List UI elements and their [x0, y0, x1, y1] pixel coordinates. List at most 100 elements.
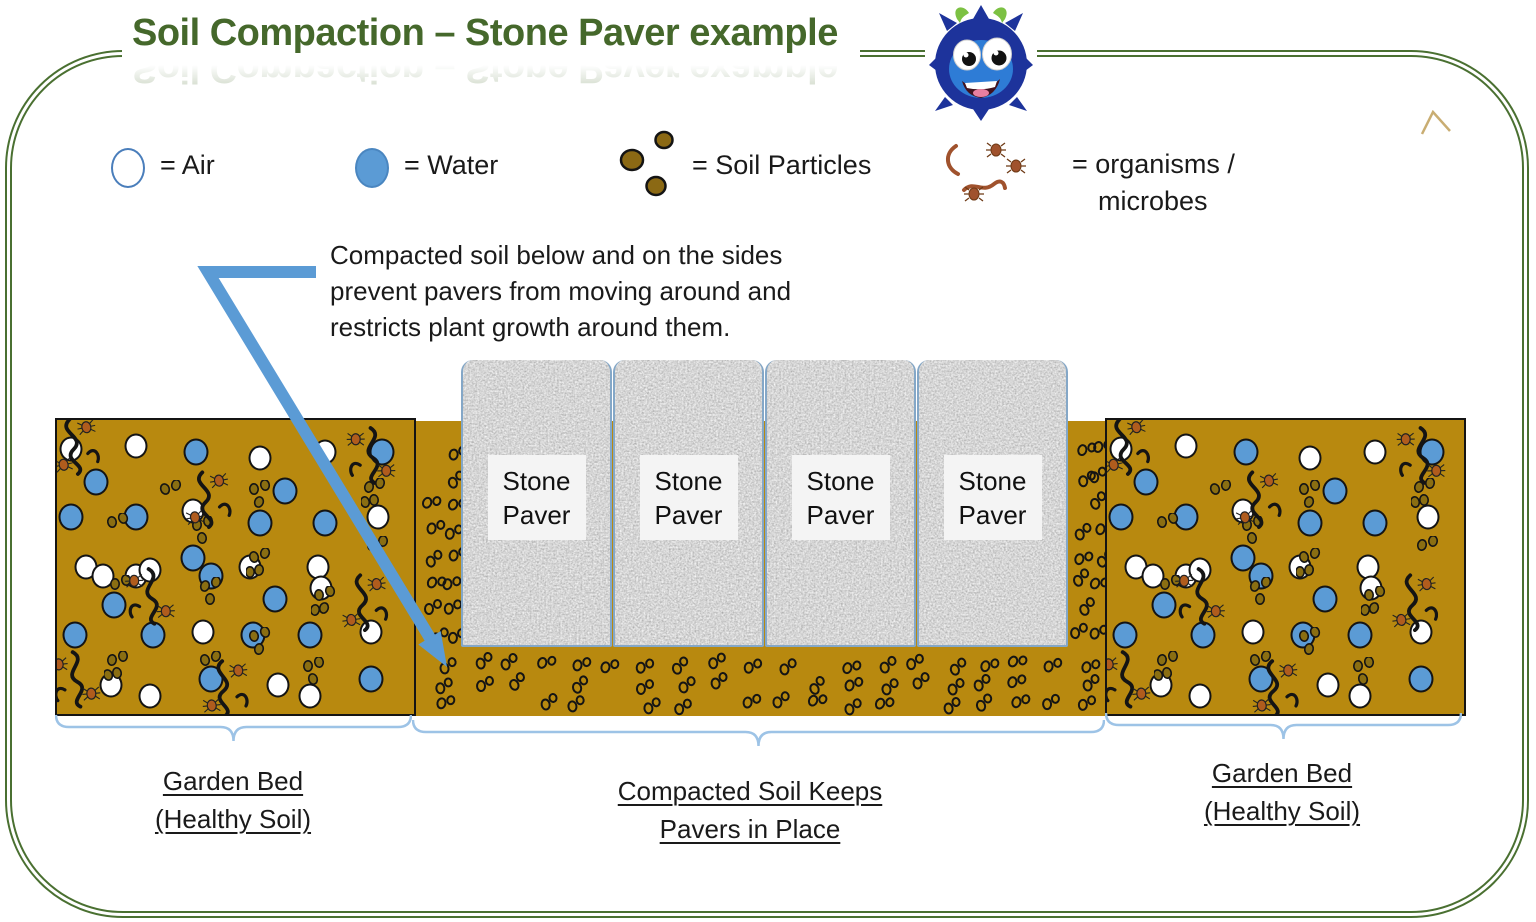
- compaction-dot-pair: [1092, 436, 1105, 455]
- compaction-dot-pair: [1042, 656, 1064, 674]
- compaction-dot-pair: [1080, 656, 1102, 675]
- compaction-dot-pair: [1070, 566, 1091, 588]
- compaction-dot-pair: [709, 671, 729, 691]
- soil-particle-cluster: [1353, 656, 1375, 685]
- section-label-garden-bed-left: Garden Bed (Healthy Soil): [154, 766, 312, 834]
- soil-particle-cluster: [1299, 480, 1321, 509]
- section-brace: [412, 719, 1105, 747]
- compaction-dot-pair: [438, 656, 458, 676]
- organism-group: [57, 420, 100, 477]
- compaction-dot-pair: [843, 675, 865, 693]
- compaction-dot-pair: [434, 677, 454, 695]
- mite-icon: [57, 457, 73, 474]
- water-circle: [183, 438, 209, 466]
- air-circle: [191, 619, 215, 645]
- soil-particle-cluster: [1153, 650, 1178, 681]
- soil-particle-cluster: [1249, 650, 1271, 666]
- soil-particle-cluster: [1210, 480, 1232, 496]
- water-circle: [1133, 468, 1159, 496]
- compaction-dot-pair: [942, 696, 962, 716]
- air-circle: [248, 445, 272, 471]
- organisms-legend-icon: [946, 142, 1026, 202]
- compaction-dot-pair: [974, 692, 994, 714]
- compaction-dot-pair: [599, 656, 621, 674]
- water-circle: [1312, 585, 1338, 613]
- compaction-dot-pair: [1069, 622, 1088, 639]
- compaction-dot-pair: [1088, 572, 1105, 591]
- compaction-dot-pair: [634, 657, 655, 675]
- organism-group: [1252, 658, 1299, 714]
- stone-paver: Stone Paver: [461, 360, 612, 647]
- mite-icon: [1126, 420, 1146, 436]
- paver-label: Stone Paver: [791, 455, 890, 540]
- annotation-text: Compacted soil below and on the sides pr…: [330, 240, 792, 342]
- page-title-reflection: Soil Compaction – Stone Paver example: [132, 48, 838, 90]
- soil-particle-cluster: [249, 627, 271, 656]
- soil-particle-cluster: [1249, 577, 1271, 606]
- mite-icon: [76, 420, 96, 436]
- mite-icon: [1396, 432, 1415, 447]
- paver-label: Stone Paver: [639, 455, 738, 540]
- mite-icon: [209, 473, 229, 489]
- compaction-dot-pair: [636, 679, 655, 696]
- mite-icon: [986, 142, 1006, 158]
- compaction-dot-pair: [1077, 694, 1097, 711]
- compaction-dot-pair: [1073, 522, 1093, 542]
- compaction-dot-pair: [1087, 489, 1105, 512]
- section-brace: [1105, 712, 1462, 740]
- monster-mascot-image: [925, 2, 1037, 124]
- compaction-dot-pair: [1076, 596, 1097, 618]
- air-legend-label: = Air: [160, 150, 215, 180]
- compaction-dot-pair: [1006, 671, 1028, 690]
- compaction-dot-pair: [1005, 651, 1029, 670]
- water-circle: [1151, 591, 1177, 619]
- compaction-dot-pair: [441, 573, 463, 592]
- organism-group: [1396, 426, 1446, 486]
- air-circle: [91, 563, 115, 589]
- water-circle: [1362, 509, 1388, 537]
- mite-icon: [1235, 510, 1255, 526]
- organism-group: [57, 649, 101, 709]
- compaction-dot-pair: [677, 675, 697, 695]
- air-circle: [1188, 683, 1212, 709]
- organism-group: [185, 470, 232, 530]
- mite-icon: [124, 574, 144, 589]
- mite-icon: [1006, 158, 1026, 174]
- soil-particle-cluster: [1299, 627, 1321, 656]
- organism-group: [1392, 573, 1439, 633]
- compaction-dot-pair: [880, 677, 900, 696]
- air-circle: [1409, 619, 1433, 645]
- air-circle: [1174, 433, 1198, 459]
- air-circle: [298, 683, 322, 709]
- compaction-dot-pair: [430, 627, 450, 645]
- soil-particle-cluster: [1156, 512, 1178, 528]
- water-circle: [1408, 665, 1434, 693]
- water-circle: [1190, 621, 1216, 649]
- compaction-dot-pair: [843, 697, 863, 716]
- compaction-dot-pair: [536, 651, 559, 670]
- soil-particle-cluster: [103, 650, 128, 681]
- compaction-dot-pair: [423, 598, 442, 615]
- compaction-dot-pair: [1041, 693, 1061, 711]
- water-circle: [1108, 503, 1134, 531]
- mite-icon: [202, 697, 221, 713]
- mite-icon: [1279, 662, 1298, 678]
- air-circle: [313, 439, 337, 465]
- mite-icon: [57, 657, 68, 672]
- air-legend-icon: [111, 148, 145, 188]
- water-circle: [198, 665, 223, 693]
- stone-paver: Stone Paver: [765, 360, 916, 647]
- mite-icon: [229, 662, 248, 678]
- compaction-dot-pair: [474, 650, 494, 671]
- soil-particle-cluster: [246, 548, 271, 579]
- section-label-compacted-soil: Compacted Soil Keeps Pavers in Place: [617, 776, 883, 844]
- water-circle: [247, 509, 273, 537]
- mite-icon: [367, 576, 386, 592]
- air-circle: [1298, 445, 1322, 471]
- compaction-dot-pair: [539, 692, 559, 712]
- compaction-dot-pair: [444, 524, 464, 541]
- paver-label: Stone Paver: [487, 455, 586, 540]
- mite-icon: [1427, 464, 1446, 478]
- organism-group: [124, 567, 175, 627]
- compaction-dot-pair: [1010, 691, 1032, 710]
